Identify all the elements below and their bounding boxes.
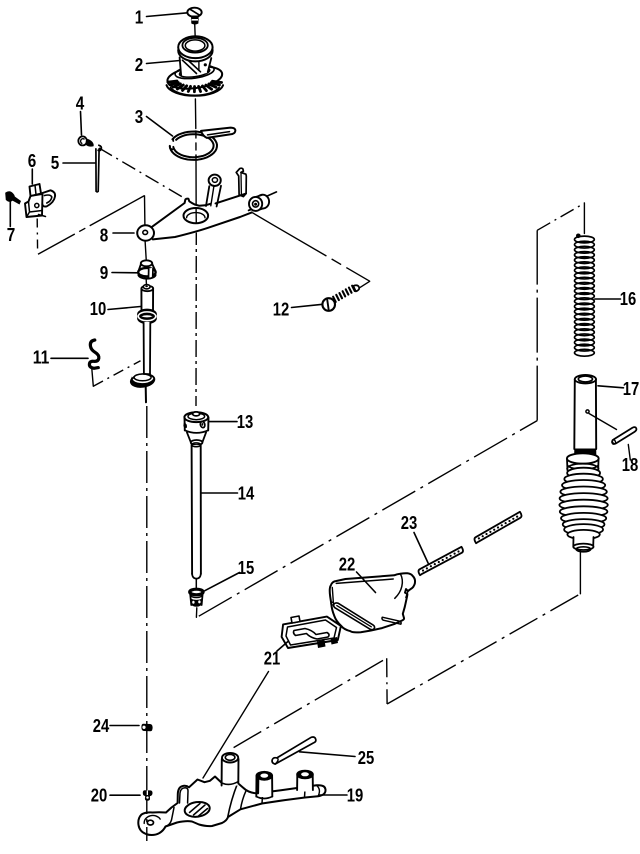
svg-text:19: 19 — [347, 784, 364, 805]
svg-text:15: 15 — [238, 557, 255, 578]
svg-text:11: 11 — [33, 346, 50, 367]
svg-text:10: 10 — [90, 298, 107, 319]
svg-text:2: 2 — [135, 54, 144, 75]
svg-text:12: 12 — [273, 298, 290, 319]
svg-text:4: 4 — [76, 92, 85, 113]
svg-text:13: 13 — [237, 411, 254, 432]
svg-text:18: 18 — [622, 454, 639, 475]
svg-text:21: 21 — [264, 647, 281, 668]
svg-text:25: 25 — [358, 747, 375, 768]
svg-text:5: 5 — [51, 152, 60, 173]
svg-text:22: 22 — [339, 553, 356, 574]
svg-text:16: 16 — [620, 288, 637, 309]
svg-text:24: 24 — [93, 715, 110, 736]
svg-text:3: 3 — [135, 106, 144, 127]
svg-text:6: 6 — [28, 150, 37, 171]
svg-text:7: 7 — [7, 224, 16, 245]
svg-text:1: 1 — [135, 6, 144, 27]
svg-text:23: 23 — [401, 512, 418, 533]
svg-text:8: 8 — [100, 224, 109, 245]
svg-text:9: 9 — [100, 262, 109, 283]
svg-text:17: 17 — [623, 378, 640, 399]
svg-text:20: 20 — [91, 784, 108, 805]
svg-text:14: 14 — [238, 482, 255, 503]
